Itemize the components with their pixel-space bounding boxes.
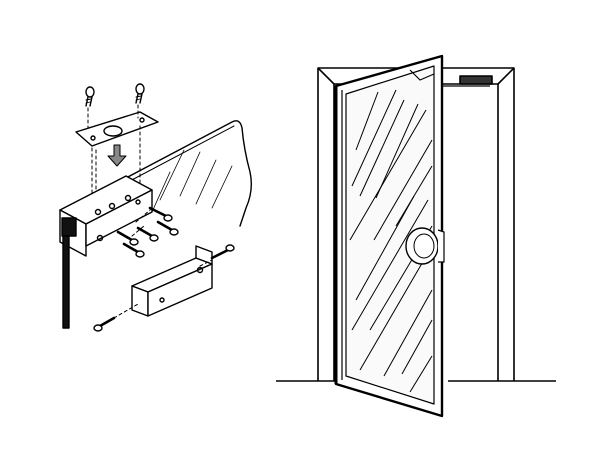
glass-edge-lines (151, 149, 233, 213)
arrow-down-icon (107, 144, 127, 167)
glass-reflections (349, 89, 433, 393)
bracket-mount-exploded-view (59, 83, 253, 332)
screw-icon (148, 206, 173, 222)
screw-icon (122, 242, 145, 258)
screw-icon (156, 220, 179, 236)
strike-bracket (131, 245, 213, 317)
door-closer-icon (442, 75, 493, 87)
mounting-plate (75, 111, 159, 147)
screw-icon (135, 83, 145, 104)
screw-icon (85, 86, 95, 107)
cable (125, 120, 253, 227)
glass-door-in-frame (276, 54, 556, 418)
screw-icon (199, 244, 235, 267)
screw-icon (116, 230, 139, 246)
screw-icon (93, 303, 139, 332)
door-handle-icon (405, 227, 445, 265)
mounting-rod (62, 235, 70, 329)
screw-icon (136, 226, 159, 242)
screw-set (116, 206, 179, 258)
lock-bracket (59, 175, 153, 257)
